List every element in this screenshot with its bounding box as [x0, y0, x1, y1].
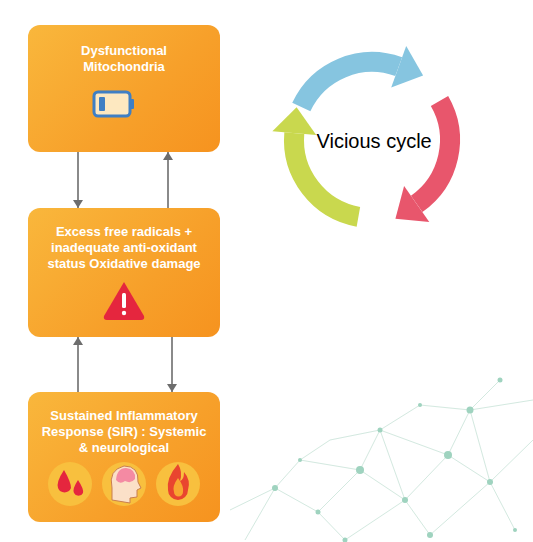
cycle-arc [417, 101, 450, 204]
connector-arrow [163, 152, 173, 208]
connector-line [77, 337, 79, 392]
process-box: Excess free radicals + inadequate anti-o… [28, 208, 220, 337]
connector-arrow [167, 337, 177, 392]
cycle-arc [301, 62, 398, 107]
arrowhead [73, 200, 83, 208]
cycle-arrowhead [395, 186, 429, 222]
box-text: Dysfunctional Mitochondria [28, 43, 220, 75]
cycle-label: Vicious cycle [317, 130, 432, 153]
process-box: Sustained Inflammatory Response (SIR) : … [28, 392, 220, 522]
cycle-arrowhead [391, 46, 423, 87]
arrowhead [163, 152, 173, 160]
box-text: Excess free radicals + inadequate anti-o… [28, 224, 220, 272]
process-box: Dysfunctional Mitochondria [28, 25, 220, 152]
arrowhead [167, 384, 177, 392]
connector-arrow [73, 337, 83, 392]
connector-arrow [73, 152, 83, 208]
connector-line [167, 152, 169, 208]
connector-line [77, 152, 79, 208]
box-text: Sustained Inflammatory Response (SIR) : … [28, 408, 220, 456]
connector-line [171, 337, 173, 392]
arrowhead [73, 337, 83, 345]
cycle-arrowhead [272, 107, 316, 135]
